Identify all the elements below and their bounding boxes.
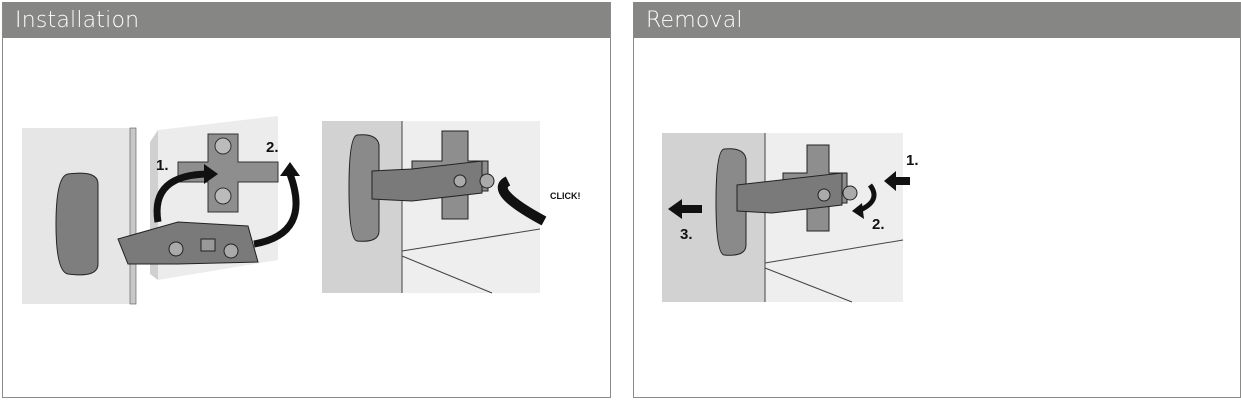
panel-title: Installation: [3, 2, 610, 38]
step-1-label: 1.: [156, 157, 169, 174]
installation-step-illustration: 1. 2.: [22, 116, 300, 305]
click-label: CLICK!: [550, 191, 581, 201]
removal-illustration: 1. 2. 3.: [662, 133, 919, 303]
installation-click-illustration: CLICK!: [322, 121, 581, 294]
step-3-label: 3.: [680, 226, 693, 243]
step-2-label: 2.: [266, 139, 279, 156]
step-2-label: 2.: [872, 216, 885, 233]
removal-panel: Removal: [633, 2, 1241, 398]
step-1-label: 1.: [906, 152, 919, 169]
panel-title: Removal: [634, 2, 1240, 38]
